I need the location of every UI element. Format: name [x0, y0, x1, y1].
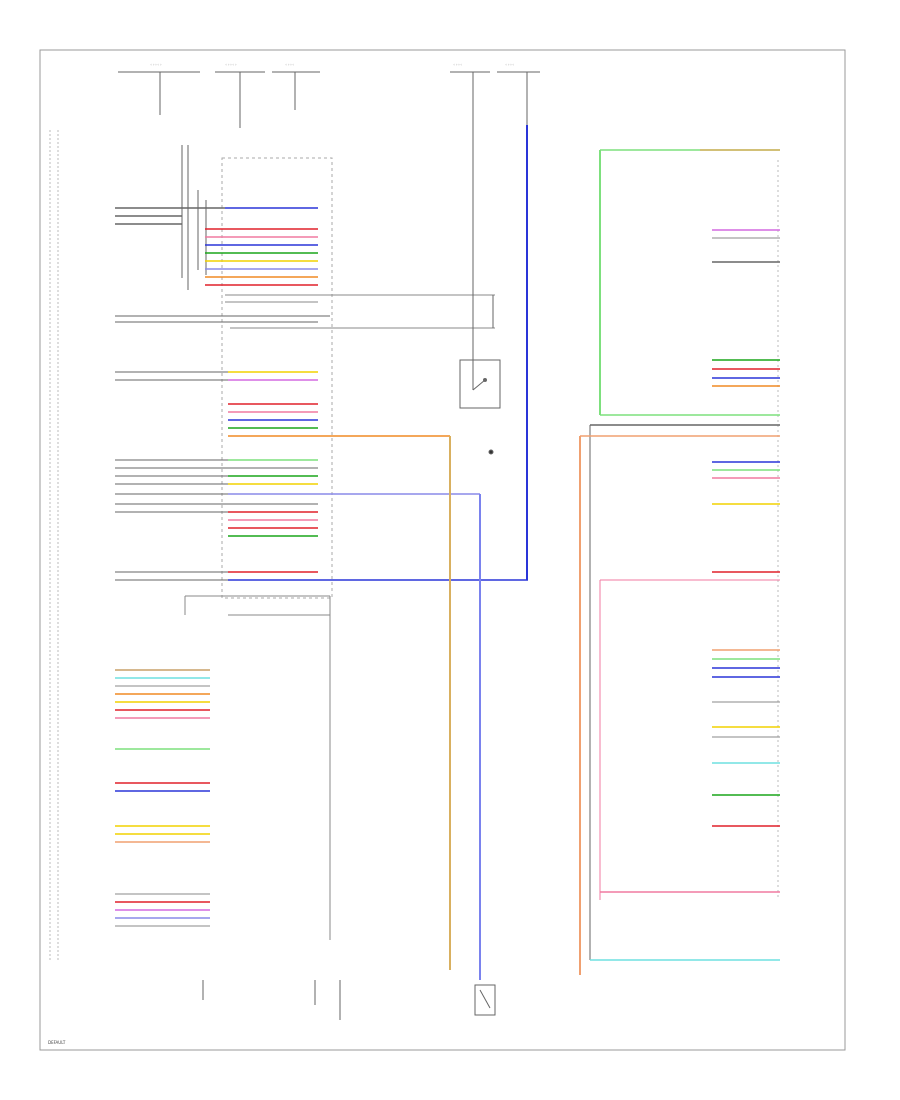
- central-module-box: [221, 157, 333, 599]
- lower-left-wire-runs: [115, 669, 210, 927]
- diagram-frame: [39, 49, 846, 1051]
- bottom-components: [202, 980, 496, 1020]
- upper-wire-runs: [115, 207, 495, 329]
- svg-text:◦◦◦◦: ◦◦◦◦: [453, 62, 462, 67]
- center-switch: [459, 359, 501, 455]
- left-connector: [49, 130, 59, 960]
- left-harness-verticals: [181, 145, 207, 290]
- small-labels: ◦◦◦◦◦ ◦◦◦◦◦ ◦◦◦◦ ◦◦◦◦ ◦◦◦◦: [150, 62, 514, 67]
- mid-wire-runs: [115, 371, 528, 616]
- right-wire-runs: [580, 149, 780, 961]
- svg-text:◦◦◦◦: ◦◦◦◦: [505, 62, 514, 67]
- long-verticals: [329, 125, 601, 980]
- svg-text:◦◦◦◦◦: ◦◦◦◦◦: [225, 62, 237, 67]
- svg-text:◦◦◦◦◦: ◦◦◦◦◦: [150, 62, 162, 67]
- svg-text:◦◦◦◦: ◦◦◦◦: [285, 62, 294, 67]
- top-power-sources: [118, 71, 540, 128]
- footer-code: DEFAULT: [48, 1040, 66, 1045]
